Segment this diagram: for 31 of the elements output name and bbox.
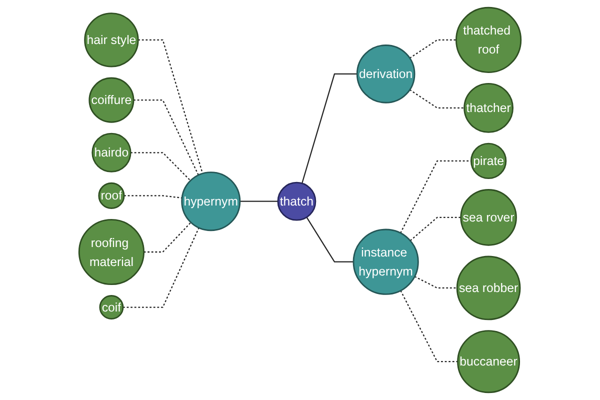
connector	[410, 216, 461, 242]
connector	[400, 290, 458, 362]
node-circle: roof	[98, 182, 125, 209]
connector	[144, 222, 192, 253]
connector	[138, 39, 204, 174]
connector	[409, 89, 464, 108]
node-circle: thatcher	[464, 82, 514, 133]
node-circle: coif	[99, 295, 124, 320]
node-circle: pirate	[470, 142, 507, 180]
node-circle: coiffure	[88, 77, 134, 123]
node-circle: thatch	[277, 182, 316, 221]
connector	[124, 195, 182, 199]
node-circle: hypernym	[181, 172, 241, 232]
node-circle: derivation	[356, 44, 416, 104]
node-circle: hairdo	[92, 132, 132, 172]
connector	[409, 39, 456, 59]
node-circle: buccaneer	[457, 330, 520, 394]
node-circle: sea rover	[460, 189, 517, 246]
node-circle: hair style	[84, 12, 139, 68]
connector	[134, 100, 199, 176]
node-circle: instance hypernym	[352, 228, 419, 295]
connector	[301, 73, 358, 184]
node-circle: thatched roof	[456, 6, 522, 73]
node-circle: roofing material	[78, 218, 144, 286]
connector	[400, 160, 472, 234]
connector	[414, 276, 458, 289]
connector	[130, 152, 191, 182]
connector	[306, 216, 354, 262]
connector	[240, 200, 278, 202]
connector	[122, 228, 200, 308]
node-circle: sea robber	[456, 256, 521, 320]
